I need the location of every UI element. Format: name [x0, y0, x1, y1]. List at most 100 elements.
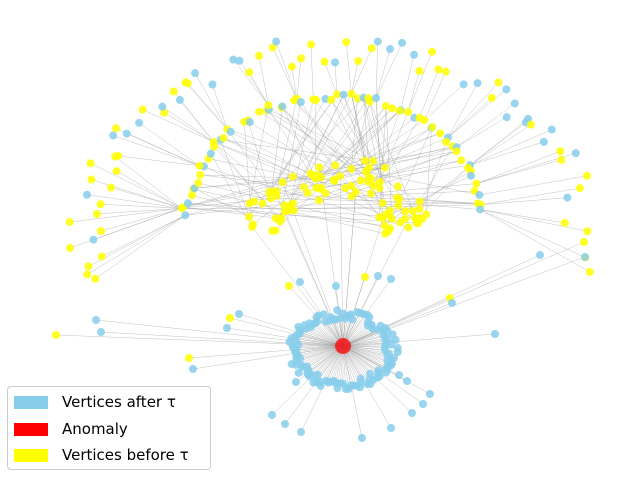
graph-edge [480, 209, 565, 224]
graph-edge [93, 207, 182, 240]
vertex-before [288, 172, 297, 181]
vertex-before [209, 138, 218, 147]
graph-edge [296, 345, 344, 366]
graph-edge [363, 97, 386, 168]
graph-edge [220, 139, 373, 162]
graph-edge [400, 54, 415, 111]
vertex-after [372, 94, 381, 103]
vertex-after [547, 125, 556, 134]
vertex-after [181, 211, 190, 220]
graph-edge [252, 110, 400, 225]
graph-edge [223, 137, 322, 188]
vertex-after [491, 330, 499, 338]
graph-edge [276, 98, 297, 192]
vertex-after [395, 371, 403, 379]
graph-edge [284, 94, 344, 212]
graph-edge [233, 59, 269, 106]
vertex-after [319, 310, 328, 319]
graph-edge [164, 112, 214, 143]
graph-edge [101, 215, 186, 257]
vertex-after [183, 199, 192, 208]
vertex-before [84, 262, 93, 271]
graph-edge [100, 204, 182, 209]
vertex-after [135, 118, 144, 127]
vertex-before [195, 161, 204, 170]
vertex-before [428, 47, 437, 56]
graph-edge [212, 84, 228, 130]
graph-edge [239, 60, 269, 106]
vertex-before [317, 173, 326, 182]
graph-edge [318, 151, 457, 201]
vertex-before [65, 243, 74, 252]
graph-edge [268, 109, 311, 174]
vertex-before [436, 129, 445, 138]
vertex-after [374, 272, 382, 280]
graph-edge [334, 62, 338, 95]
vertex-before [410, 213, 419, 222]
graph-edge [162, 106, 214, 143]
graph-edge [385, 106, 393, 219]
vertex-after [373, 37, 382, 46]
vertex-after [97, 328, 105, 336]
legend-item-before: Vertices before τ [14, 445, 189, 465]
legend-label-after: Vertices after τ [62, 393, 176, 411]
vertex-before [434, 65, 443, 74]
graph-edge [369, 101, 386, 168]
vertex-after [175, 95, 184, 104]
vertex-before [400, 207, 409, 216]
vertex-before [385, 210, 394, 219]
graph-edge [87, 215, 186, 275]
vertex-before [307, 40, 316, 49]
vertex-before [585, 267, 594, 276]
graph-edge [447, 82, 478, 138]
vertex-before [112, 124, 121, 133]
vertex-before [380, 163, 389, 172]
vertex-before [289, 206, 298, 215]
vertex-before [381, 102, 390, 111]
graph-edge [289, 204, 481, 210]
vertex-before [415, 66, 424, 75]
vertex-before [250, 197, 259, 206]
graph-edge [270, 106, 283, 199]
vertex-after [294, 368, 303, 377]
vertex-after [563, 193, 572, 202]
graph-edge [220, 139, 250, 217]
vertex-before [365, 163, 374, 172]
vertex-before [226, 314, 234, 322]
vertex-after [348, 315, 357, 324]
vertex-before [364, 94, 373, 103]
graph-edge [375, 42, 403, 99]
vertex-before [368, 157, 377, 166]
vertex-before [360, 156, 369, 165]
vertex-before [353, 94, 362, 103]
vertex-before [111, 152, 120, 161]
vertex-before [356, 176, 365, 185]
vertex-before [320, 57, 329, 66]
vertex-before [394, 201, 403, 210]
vertex-before [420, 115, 429, 124]
vertex-after [475, 190, 484, 199]
vertex-before [393, 182, 402, 191]
graph-edge [342, 345, 392, 366]
graph-edge [249, 121, 320, 168]
graph-edge [86, 194, 182, 209]
vertex-after [109, 131, 118, 140]
vertex-before [268, 43, 277, 52]
graph-edge [351, 48, 373, 94]
graph-nodes [52, 37, 594, 442]
vertex-before [245, 68, 254, 77]
vertex-before [327, 95, 336, 104]
graph-edge [476, 159, 562, 184]
graph-edge [226, 129, 277, 197]
vertex-after [281, 420, 289, 428]
vertex-before [255, 51, 264, 60]
vertex-before [311, 96, 320, 105]
vertex-after [581, 253, 589, 261]
graph-edge [476, 151, 561, 184]
graph-edge [96, 207, 182, 215]
graph-edge [370, 110, 401, 194]
vertex-before [264, 101, 273, 110]
vertex-after [339, 90, 348, 99]
graph-edge [317, 151, 457, 176]
